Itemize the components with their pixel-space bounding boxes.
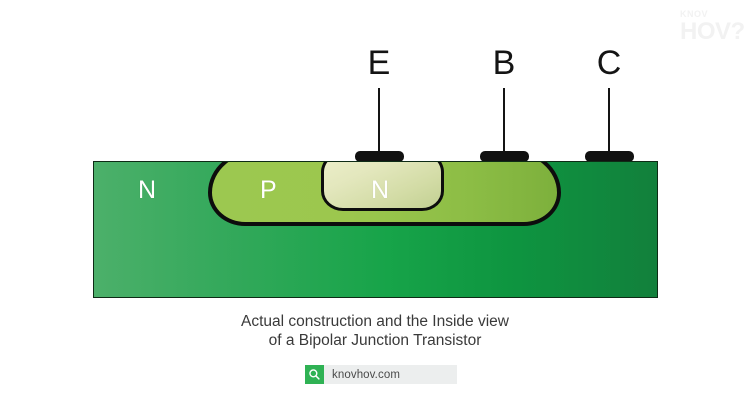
terminal-lead-emitter [378, 88, 380, 152]
contact-pad-emitter[interactable] [355, 151, 404, 162]
terminal-label-emitter: E [367, 44, 391, 82]
site-url-text: knovhov.com [332, 368, 400, 381]
caption-line-2: of a Bipolar Junction Transistor [268, 332, 482, 349]
watermark-top-text: KNOV [680, 9, 709, 19]
figure-caption: Actual construction and the Inside view … [0, 312, 750, 350]
silicon-substrate-block: N P N [93, 161, 658, 298]
terminal-lead-collector [608, 88, 610, 152]
knovhov-watermark: KNOV HOV? [680, 9, 745, 50]
contact-pad-collector[interactable] [585, 151, 634, 162]
contact-pad-base[interactable] [480, 151, 529, 162]
emitter-n-region [321, 162, 444, 211]
region-label-substrate-n: N [138, 176, 157, 204]
watermark-bottom-text: HOV? [680, 18, 745, 45]
terminal-label-collector: C [596, 44, 622, 82]
terminal-lead-base [503, 88, 505, 152]
caption-line-1: Actual construction and the Inside view [241, 313, 509, 330]
search-icon [305, 365, 324, 384]
region-label-emitter-n: N [371, 176, 390, 204]
terminal-label-base: B [492, 44, 516, 82]
site-attribution-badge[interactable]: knovhov.com [305, 365, 457, 384]
region-label-base-p: P [260, 176, 277, 204]
